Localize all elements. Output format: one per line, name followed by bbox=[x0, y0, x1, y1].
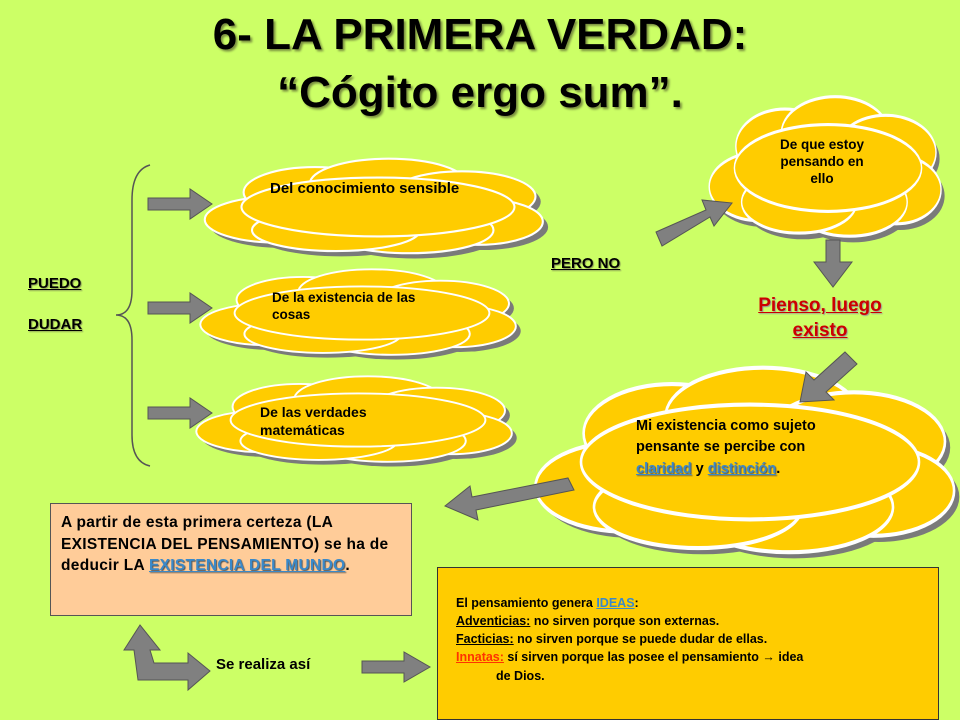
arrow-to-certeza bbox=[444, 477, 575, 521]
arrow-u-shape bbox=[123, 624, 211, 692]
pienso-luego-existo: Pienso, luego existo bbox=[730, 294, 910, 343]
innatas-line2: de Dios. bbox=[456, 667, 920, 685]
facticias-text: no sirven porque se puede dudar de ellas… bbox=[513, 632, 768, 647]
distincion-highlight: distinción bbox=[707, 460, 777, 477]
cloud-text-sensible: Del conocimiento sensible bbox=[270, 180, 460, 197]
existencia-text: Mi existencia como sujeto pensante se pe… bbox=[636, 418, 816, 456]
ideas-intro: El pensamiento genera bbox=[456, 596, 597, 610]
bracket bbox=[115, 164, 151, 467]
label-puedo: PUEDO bbox=[28, 275, 82, 292]
arrow-to-matematicas bbox=[147, 397, 213, 429]
facticias-line: Facticias: no sirven porque se puede dud… bbox=[456, 630, 920, 648]
cloud-sensible bbox=[203, 157, 549, 259]
arrow-to-cosas bbox=[147, 292, 213, 324]
existencia-del-mundo-highlight: EXISTENCIA DEL MUNDO bbox=[148, 557, 346, 575]
box-certeza: A partir de esta primera certeza (LA EXI… bbox=[50, 503, 412, 616]
arrow-pero-no bbox=[655, 199, 733, 247]
ideas-highlight: IDEAS bbox=[596, 596, 635, 610]
adventicias-label: Adventicias: bbox=[456, 614, 531, 629]
ideas-intro-line: El pensamiento genera IDEAS: bbox=[456, 594, 920, 612]
adventicias-text: no sirven porque son externas. bbox=[530, 614, 720, 629]
ideas-colon: : bbox=[634, 596, 639, 610]
cloud-text-pensando: De que estoy pensando en ello bbox=[779, 137, 865, 186]
label-dudar: DUDAR bbox=[28, 316, 83, 333]
cloud-text-matematicas: De las verdades matemáticas bbox=[260, 404, 367, 438]
arrow-to-ideas bbox=[361, 651, 432, 683]
certeza-end: . bbox=[345, 557, 350, 575]
innatas-text: sí sirven porque las posee el pensamient… bbox=[503, 650, 763, 665]
innatas-text3: de Dios. bbox=[496, 668, 545, 683]
arrow-to-sensible bbox=[147, 188, 213, 220]
page-subtitle: “Cógito ergo sum”. bbox=[277, 68, 683, 117]
arrow-down-existencia bbox=[799, 351, 858, 403]
cloud-text-existencia: Mi existencia como sujeto pensante se pe… bbox=[636, 416, 846, 480]
facticias-label: Facticias: bbox=[456, 632, 514, 647]
existencia-period: . bbox=[776, 460, 781, 477]
certeza-text: A partir de esta primera certeza (LA EXI… bbox=[61, 514, 389, 575]
cloud-text-cosas: De la existencia de las cosas bbox=[272, 290, 416, 322]
page-title: 6- LA PRIMERA VERDAD: bbox=[212, 10, 748, 59]
box-ideas: El pensamiento genera IDEAS: Adventicias… bbox=[437, 567, 939, 720]
label-se-realiza: Se realiza así bbox=[216, 656, 311, 673]
pienso-line1: Pienso, luego bbox=[758, 295, 882, 316]
innatas-line: Innatas: sí sirven porque las posee el p… bbox=[456, 648, 920, 666]
label-pero-no: PERO NO bbox=[551, 255, 621, 272]
existencia-y: y bbox=[691, 460, 704, 477]
adventicias-line: Adventicias: no sirven porque son extern… bbox=[456, 612, 920, 630]
innatas-label: Innatas: bbox=[456, 650, 504, 665]
claridad-highlight: claridad bbox=[636, 460, 692, 477]
arrow-down-pienso bbox=[812, 239, 854, 288]
arrow-right-icon: → bbox=[762, 650, 775, 665]
innatas-text2: idea bbox=[774, 650, 804, 665]
pienso-line2: existo bbox=[792, 319, 848, 341]
